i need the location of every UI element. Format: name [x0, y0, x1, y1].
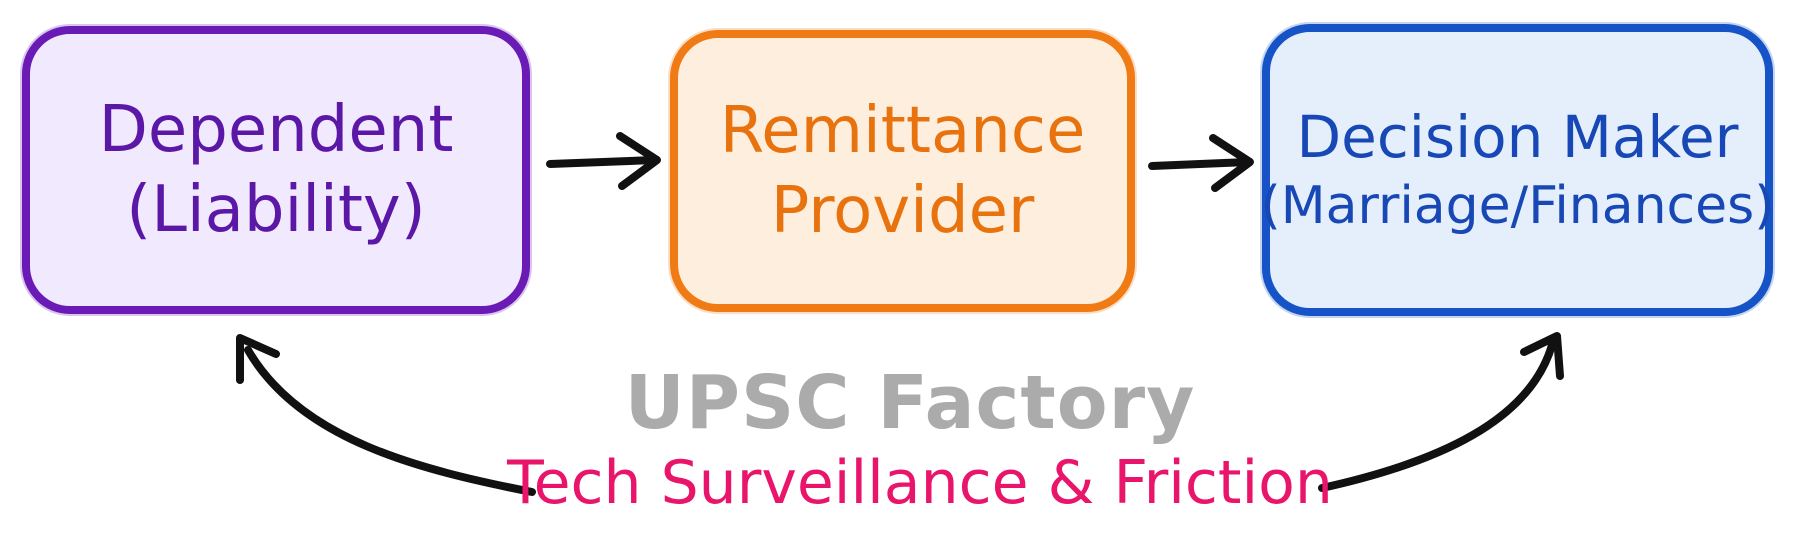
dependent-box: Dependent (Liability): [22, 26, 530, 314]
arrow-remittance-to-decision: [1148, 158, 1252, 170]
arrowhead-remittance-to-decision: [1209, 134, 1254, 192]
dependent-subtitle: (Liability): [126, 173, 426, 247]
decision-subtitle: (Marriage/Finances): [1260, 175, 1775, 236]
arrow-cycle-to-decision: [1318, 341, 1556, 492]
watermark: UPSC Factory: [624, 360, 1196, 446]
arrow-cycle-to-dependent: [244, 346, 536, 496]
remittance-subtitle: Provider: [770, 174, 1035, 248]
cycle-label: Tech Surveillance & Friction: [507, 448, 1333, 518]
arrow-dependent-to-remittance: [546, 156, 659, 168]
decision-title: Decision Maker: [1296, 103, 1739, 172]
arrowhead-cycle-to-dependent: [236, 334, 280, 384]
remittance-provider-box: Remittance Provider: [670, 30, 1135, 312]
arrowhead-cycle-to-decision: [1520, 332, 1564, 380]
decision-maker-box: Decision Maker (Marriage/Finances): [1260, 24, 1775, 316]
dependent-title: Dependent: [98, 93, 454, 167]
arrowhead-dependent-to-remittance: [616, 132, 661, 190]
remittance-title: Remittance: [719, 94, 1086, 168]
